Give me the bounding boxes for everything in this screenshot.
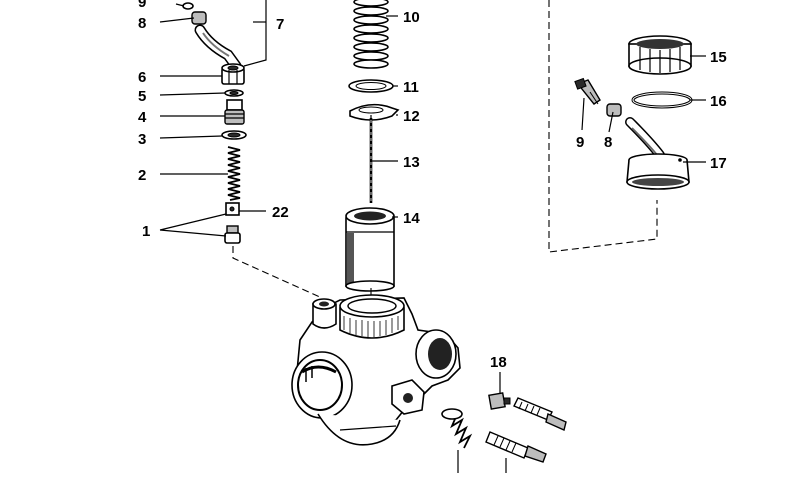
label-12: 12 [403, 108, 420, 125]
label-18: 18 [490, 354, 507, 371]
label-17: 17 [710, 155, 727, 172]
part-12-plate [349, 103, 400, 121]
label-13: 13 [403, 154, 420, 171]
part-8-top-nut [191, 11, 207, 25]
label-15: 15 [710, 49, 727, 66]
adjusting-screw [513, 397, 567, 431]
part-18-screw [488, 392, 511, 410]
label-1: 1 [142, 223, 150, 240]
part-5-washer [224, 89, 244, 97]
center-parts-stack [345, 0, 400, 298]
part-14-slide [345, 207, 395, 292]
part-22-jet [225, 202, 240, 216]
part-17-cover [625, 117, 690, 190]
label-8-left: 8 [138, 15, 146, 32]
label-8-right: 8 [604, 134, 612, 151]
leader-lines [159, 0, 706, 473]
part-7-tube [194, 24, 242, 72]
right-parts-group [548, 0, 693, 253]
part-10-spring [353, 0, 389, 69]
part-16-o-ring [631, 91, 693, 109]
part-1-screw [224, 225, 241, 244]
part-11-ring [348, 79, 394, 93]
label-3: 3 [138, 131, 146, 148]
left-parts-stack [182, 2, 247, 244]
part-15-cap-nut [628, 35, 692, 75]
label-2: 2 [138, 167, 146, 184]
label-6: 6 [138, 69, 146, 86]
label-9-left: 9 [138, 0, 146, 11]
label-7: 7 [276, 16, 284, 33]
label-4: 4 [138, 109, 147, 126]
part-8-right-nut [606, 103, 622, 117]
part-9-right-screw [574, 77, 601, 105]
label-16: 16 [710, 93, 727, 110]
label-9-right: 9 [576, 134, 584, 151]
part-6-nut [221, 63, 245, 85]
part-2-spring [227, 146, 241, 201]
label-22: 22 [272, 204, 289, 221]
part-3-washer [221, 130, 247, 140]
part-4-fitting [224, 99, 245, 125]
lower-parts [441, 392, 567, 463]
label-11: 11 [403, 79, 419, 96]
carburetor-body [291, 294, 461, 446]
part-9-top [182, 2, 194, 10]
idle-screw [485, 431, 547, 463]
label-5: 5 [138, 88, 146, 105]
callout-labels: 9 8 7 10 6 5 4 3 2 22 1 11 12 13 14 15 1… [138, 0, 727, 371]
label-14: 14 [403, 210, 420, 227]
label-10: 10 [403, 9, 420, 26]
